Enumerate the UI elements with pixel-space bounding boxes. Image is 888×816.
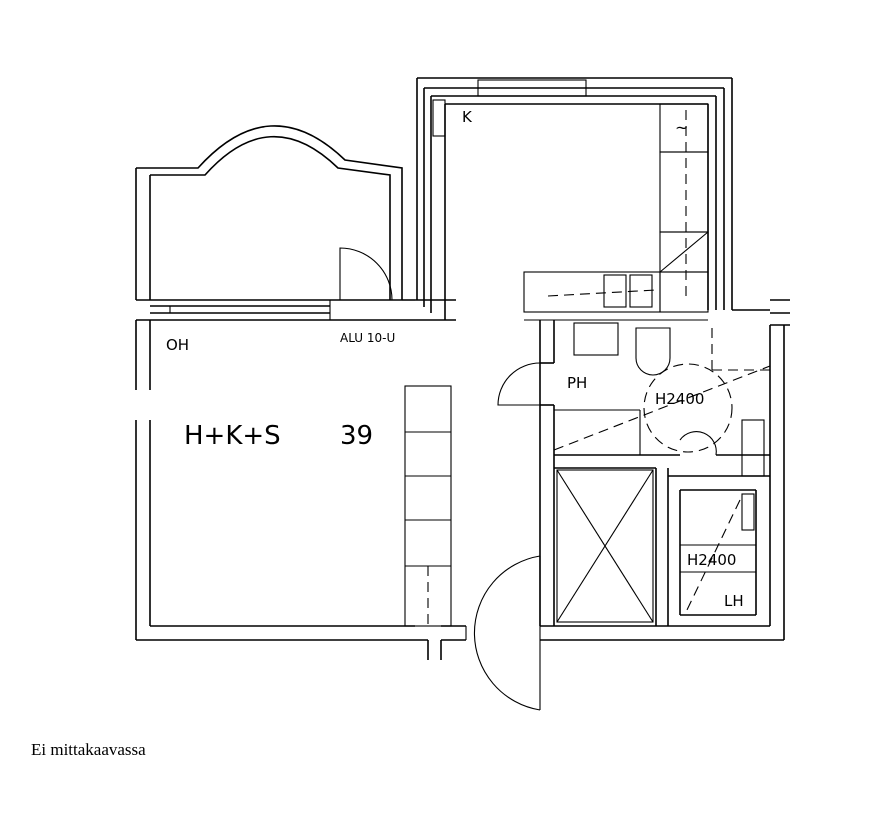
- exterior-walls: [135, 299, 790, 660]
- window-spec-label: ALU 10-U: [340, 331, 395, 345]
- bathroom-fittings: PH H2400: [497, 322, 771, 477]
- apartment-type-label: H+K+S: [184, 421, 281, 451]
- wardrobe: H2400 LH: [680, 493, 756, 613]
- balcony: [135, 125, 456, 321]
- entrance-door: [465, 555, 541, 711]
- area-label: 39: [340, 421, 373, 451]
- closet-height-label: H2400: [687, 551, 736, 569]
- closet-label: LH: [724, 592, 744, 610]
- living-room-fittings: OH ALU 10-U H+K+S 39: [166, 331, 452, 627]
- scale-note: Ei mittakaavassa: [31, 740, 146, 759]
- service-walls: [539, 320, 770, 626]
- technical-closet: [556, 469, 654, 623]
- kitchen-walls: [416, 77, 770, 320]
- fridge-symbol: ~: [675, 118, 688, 137]
- living-room-label: OH: [166, 336, 189, 354]
- kitchen-fittings: ~ K: [462, 103, 709, 321]
- kitchen-label: K: [462, 108, 473, 126]
- bathroom-height-label: H2400: [655, 390, 704, 408]
- bathroom-label: PH: [567, 374, 587, 392]
